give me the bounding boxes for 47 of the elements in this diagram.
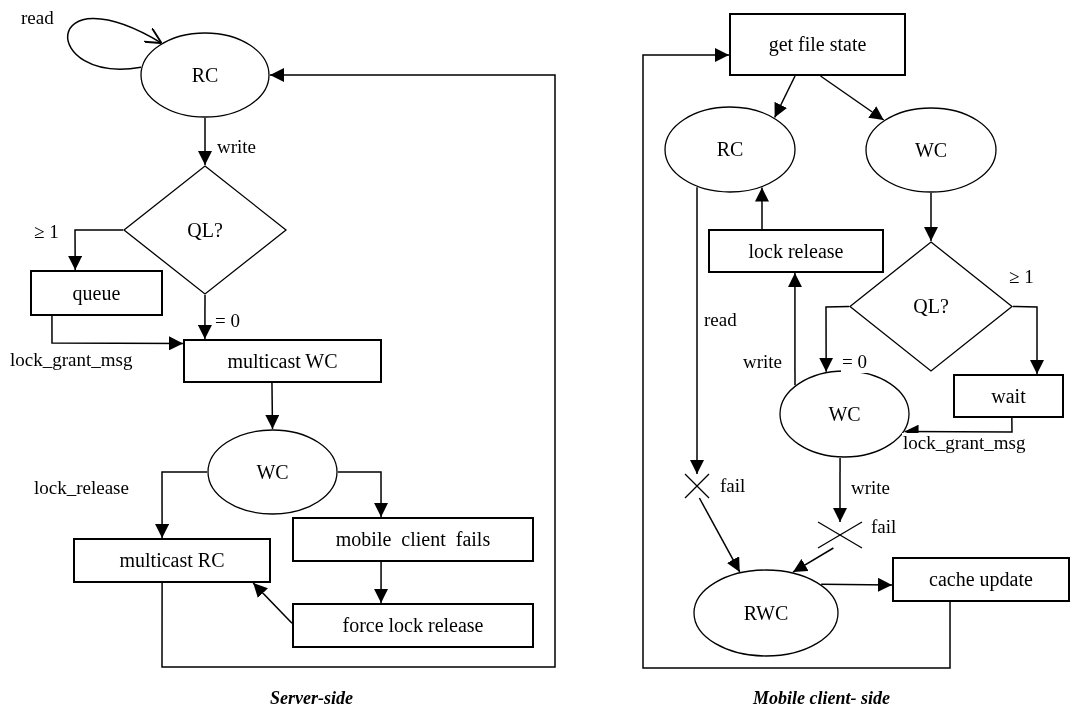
arrow: [819, 305, 850, 373]
process-box: multicast RC: [73, 538, 271, 583]
arrow: [51, 315, 184, 351]
arrow: [197, 294, 212, 340]
fail-cross: [685, 474, 709, 498]
arrow: [1012, 305, 1044, 375]
edge-label: = 0: [841, 352, 868, 373]
arrow: [698, 497, 741, 573]
state-ellipse: RC: [140, 32, 270, 118]
edge-label: lock_grant_msg: [902, 433, 1027, 454]
state-ellipse: RC: [664, 106, 796, 193]
arrow: [265, 382, 280, 430]
process-box: lock release: [708, 229, 884, 273]
decision-diamond: QL?: [123, 165, 287, 295]
state-ellipse: WC: [207, 429, 338, 515]
panel-caption: Mobile client- side: [753, 688, 890, 709]
arrow: [690, 186, 704, 475]
arrow: [792, 547, 835, 573]
state-ellipse: WC: [865, 107, 997, 193]
arrow: [161, 68, 556, 668]
arrow: [819, 75, 885, 121]
edge-label: lock_grant_msg: [9, 350, 134, 371]
arrow: [754, 186, 769, 230]
arrow: [642, 48, 951, 669]
fail-cross: [818, 522, 862, 548]
arrow: [820, 577, 893, 592]
process-box: force lock release: [292, 603, 534, 648]
edge-label: lock_release: [33, 478, 130, 499]
arrow: [252, 582, 293, 624]
arrow: [374, 561, 389, 604]
arrow: [67, 17, 163, 70]
arrow: [773, 75, 796, 119]
arrow: [924, 192, 938, 242]
arrow: [787, 272, 802, 386]
arrow: [68, 229, 124, 271]
panel-caption: Server-side: [270, 688, 353, 709]
process-box: multicast WC: [183, 339, 382, 383]
arrow: [198, 117, 212, 166]
process-box: get file state: [729, 13, 906, 76]
state-ellipse: RWC: [693, 569, 839, 657]
process-box: mobile client fails: [292, 517, 534, 562]
arrow: [337, 471, 389, 518]
process-box: queue: [30, 270, 163, 316]
process-box: cache update: [892, 557, 1070, 602]
arrow: [833, 457, 847, 523]
process-box: wait: [953, 374, 1064, 418]
arrow: [155, 471, 208, 539]
